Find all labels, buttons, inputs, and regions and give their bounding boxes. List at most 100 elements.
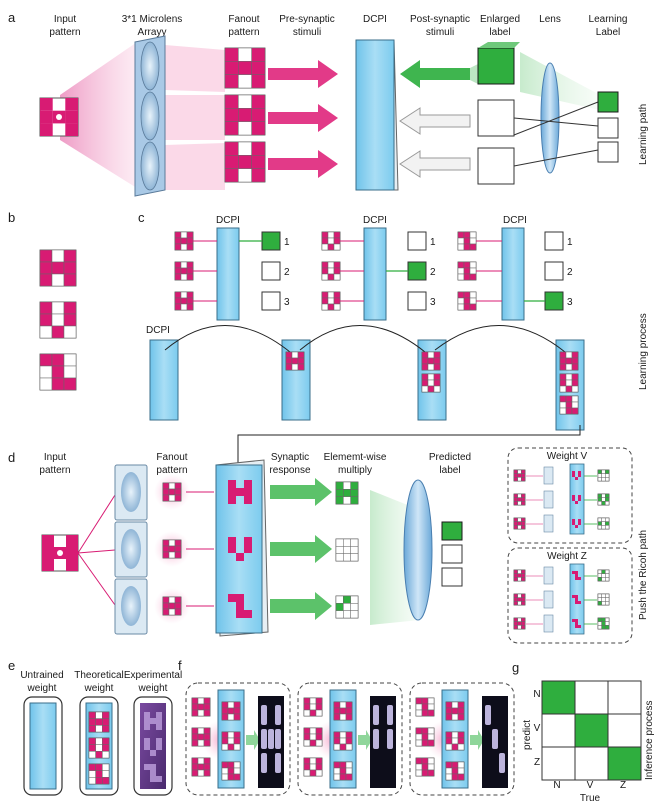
learning-label-box — [407, 291, 427, 311]
grid-cell — [224, 61, 239, 75]
grid-cell — [350, 553, 359, 562]
e-untrained-panel — [29, 702, 57, 790]
grid-cell — [571, 351, 579, 359]
grid-cell — [421, 769, 429, 777]
grid-cell — [327, 273, 335, 281]
dcpi-label-2: DCPI — [363, 215, 387, 226]
grid-cell — [427, 727, 435, 735]
grid-cell — [224, 94, 239, 109]
e-untrained-2: weight — [27, 683, 57, 694]
f-weight — [221, 761, 241, 781]
grid-cell — [433, 373, 441, 381]
grid-cell — [345, 707, 353, 715]
weight-v-label: Weight V — [547, 451, 588, 462]
grid-cell — [186, 237, 194, 245]
grid-cell — [168, 551, 176, 559]
label-rays — [513, 101, 599, 167]
glyph-pixel — [572, 619, 575, 622]
grid-cell — [457, 303, 465, 311]
grid-cell — [457, 737, 465, 745]
grid-cell — [285, 351, 293, 359]
grid-cell — [513, 625, 518, 630]
grid-cell — [605, 497, 610, 502]
grid-cell — [251, 47, 266, 62]
grid-cell — [350, 603, 359, 611]
grid-cell — [51, 273, 65, 287]
grid-cell — [174, 273, 182, 281]
exp-pixel — [156, 738, 162, 744]
glyph-pixel — [575, 574, 578, 577]
f-weight — [445, 761, 465, 781]
grid-cell — [315, 757, 323, 765]
glyph-pixel — [575, 598, 578, 601]
grid-cell — [309, 769, 317, 777]
grid-cell — [605, 477, 610, 482]
grid-cell — [339, 707, 347, 715]
grid-cell — [224, 47, 239, 62]
grid-cell — [427, 739, 435, 747]
f-weight — [221, 701, 241, 721]
grid-cell — [451, 713, 459, 721]
grid-cell — [605, 469, 610, 474]
e-theoretical-weights — [88, 711, 110, 785]
grid-cell — [95, 751, 103, 759]
grid-cell — [421, 727, 429, 735]
grid-cell — [39, 365, 53, 379]
grid-cell — [421, 697, 429, 705]
grid-cell — [238, 108, 252, 122]
d-mini-schematics — [513, 463, 610, 635]
f-light — [275, 729, 281, 749]
grid-cell — [174, 545, 182, 553]
mini-schematic — [513, 463, 610, 535]
grid-cell — [224, 108, 239, 122]
grid-cell — [597, 501, 602, 506]
exp-glyph — [144, 712, 162, 730]
grid-cell — [605, 517, 610, 522]
header-input-pattern-1: Input — [54, 14, 76, 25]
microlens-array — [134, 35, 166, 197]
grid-cell — [180, 231, 188, 239]
grid-cell — [350, 496, 359, 505]
mini-out — [597, 593, 610, 606]
grid-cell — [427, 379, 435, 387]
label-number: 1 — [430, 237, 436, 248]
panel-a: a Input pattern 3*1 Microlens Arrayy Fan… — [8, 10, 649, 197]
grid-cell — [309, 703, 317, 711]
grid-cell — [601, 469, 606, 474]
grid-cell — [63, 313, 77, 327]
grid-cell — [51, 353, 65, 367]
grid-cell — [565, 351, 573, 359]
fanout-beam-1 — [165, 45, 225, 92]
grid-cell — [285, 357, 293, 365]
d-header-multiply-1: Elememt-wise — [324, 452, 387, 463]
grid-cell — [238, 74, 252, 89]
grid-cell — [513, 521, 518, 526]
grid-cell — [601, 597, 606, 602]
grid-cell — [251, 61, 266, 75]
side-label-inference-process: Inference process — [644, 701, 655, 781]
grid-cell — [469, 243, 477, 251]
grid-cell — [162, 551, 170, 559]
d-fanout-grid — [162, 539, 182, 559]
grid-cell — [321, 261, 329, 269]
f-light — [268, 729, 274, 749]
grid-cell — [445, 767, 453, 775]
grid-cell — [309, 709, 317, 717]
exp-pixel — [156, 724, 162, 730]
glyph-pixel — [244, 610, 252, 618]
grid-cell — [513, 473, 518, 478]
matrix-cell — [541, 713, 576, 748]
grid-cell — [315, 709, 323, 717]
grid-cell — [168, 596, 176, 604]
grid-cell — [597, 577, 602, 582]
grid-cell — [88, 711, 96, 719]
grid-cell — [227, 713, 235, 721]
grid-cell — [88, 751, 96, 759]
mini-glyph — [572, 495, 581, 504]
glyph-pixel — [228, 594, 236, 602]
d-header-synaptic-1: Synaptic — [271, 452, 309, 463]
grid-cell — [191, 703, 199, 711]
exp-pixel — [150, 750, 156, 756]
grid-cell — [39, 325, 53, 339]
glyph-pixel — [572, 474, 575, 477]
